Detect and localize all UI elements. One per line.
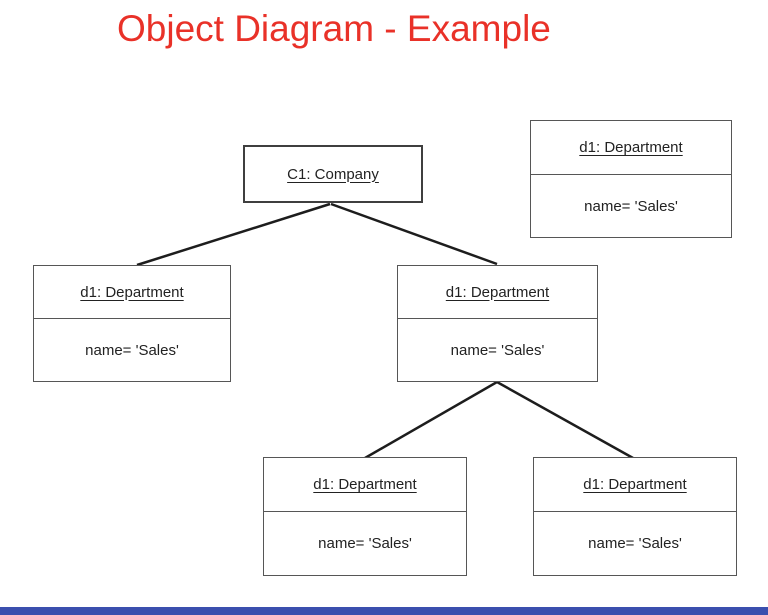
object-node-attribute: name= 'Sales' — [318, 535, 412, 552]
object-node-company-label: C1: Company — [287, 165, 379, 183]
object-node-title: d1: Department — [579, 139, 683, 156]
compartment-divider — [531, 174, 731, 175]
object-node-attribute: name= 'Sales' — [584, 197, 678, 215]
object-node-title: d1: Department — [583, 476, 687, 493]
object-node-attribute: name= 'Sales' — [450, 341, 545, 359]
object-node-department-left: d1: Department name= 'Sales' — [33, 265, 231, 382]
footer-accent-bar — [0, 607, 768, 615]
connector-dept-middle-to-bottom-right — [496, 380, 634, 460]
object-node-title: d1: Department — [80, 283, 184, 301]
slide-title: Object Diagram - Example — [117, 8, 551, 49]
connector-company-to-dept-left — [136, 202, 331, 267]
object-node-department-bottom-right: d1: Department name= 'Sales' — [533, 457, 737, 576]
connector-dept-middle-to-bottom-left — [364, 380, 498, 460]
object-node-department-middle: d1: Department name= 'Sales' — [397, 265, 598, 382]
compartment-divider — [34, 318, 230, 319]
object-node-department-top-right: d1: Department name= 'Sales' — [530, 120, 732, 238]
object-node-title: d1: Department — [313, 476, 417, 493]
object-node-company: C1: Company — [243, 145, 423, 203]
object-node-attribute: name= 'Sales' — [85, 341, 179, 359]
object-node-title: d1: Department — [445, 283, 550, 301]
object-node-department-bottom-left: d1: Department name= 'Sales' — [263, 457, 467, 576]
compartment-divider — [264, 511, 466, 512]
compartment-divider — [398, 318, 597, 319]
object-node-attribute: name= 'Sales' — [588, 535, 682, 552]
connector-company-to-dept-middle — [330, 202, 498, 266]
compartment-divider — [534, 511, 736, 512]
